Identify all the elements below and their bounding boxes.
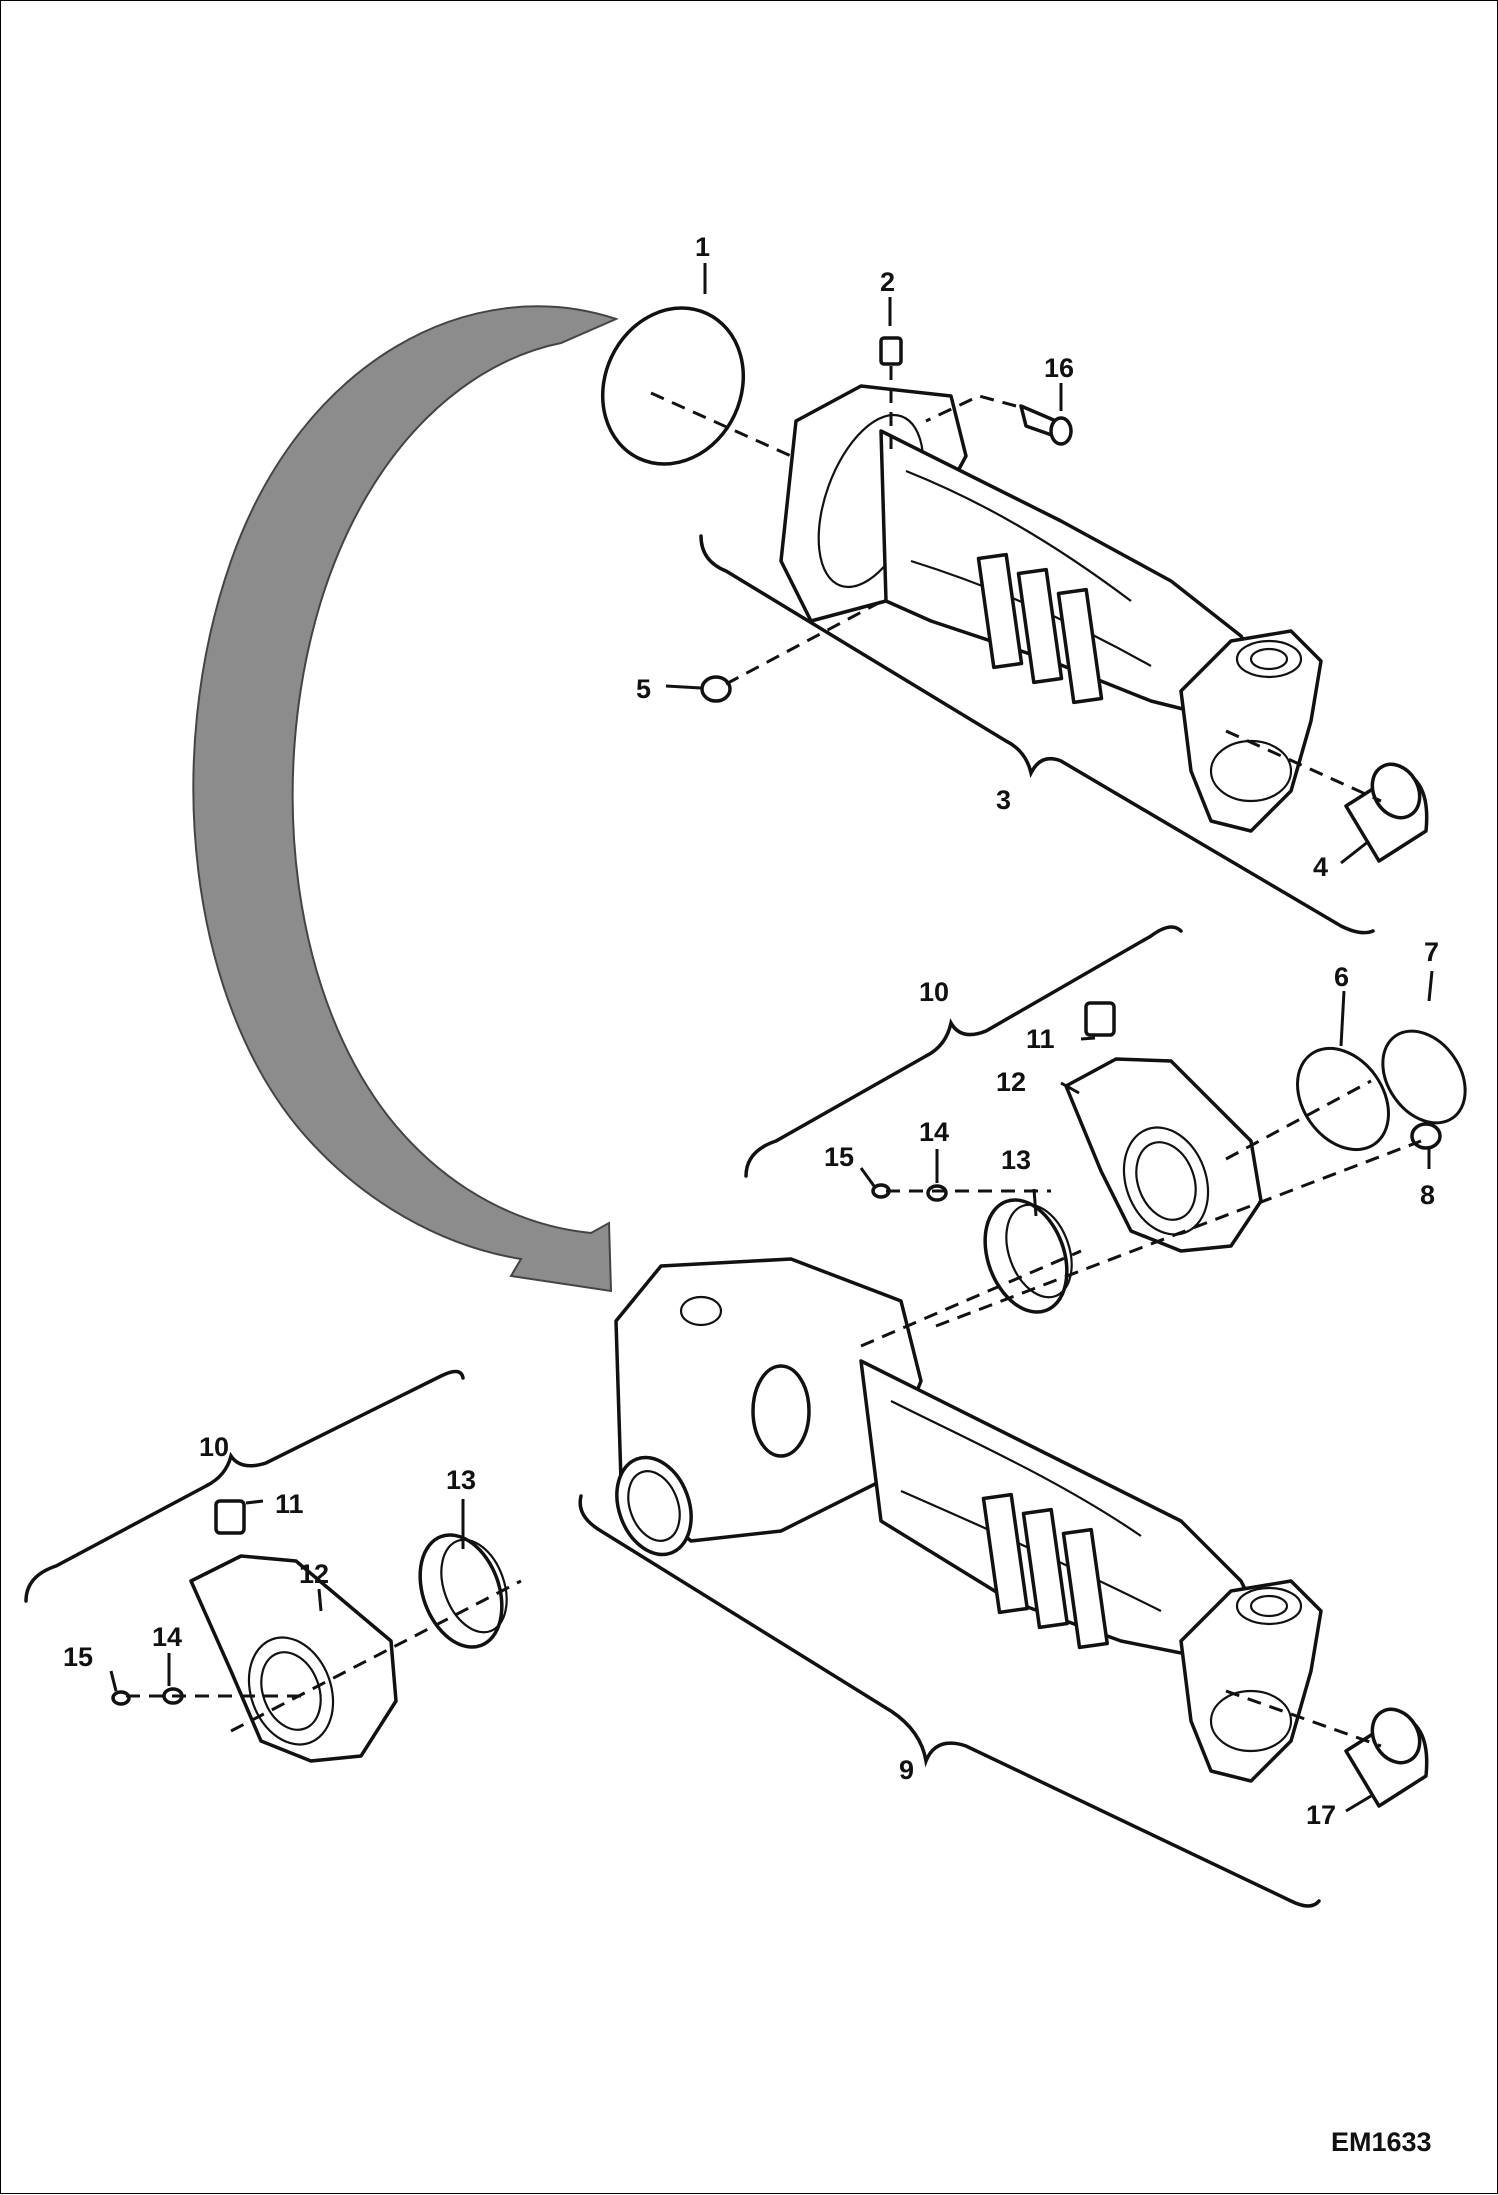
- callout-2: 2: [880, 267, 895, 297]
- callout-13-left: 13: [446, 1465, 476, 1495]
- callout-14-right: 14: [919, 1117, 949, 1147]
- callout-10-left: 10: [199, 1432, 229, 1462]
- curved-arrow-icon: [192, 305, 619, 1293]
- callout-15-left: 15: [63, 1642, 93, 1672]
- callout-7: 7: [1424, 937, 1439, 967]
- callout-6: 6: [1334, 962, 1349, 992]
- trunnion-assembly-right: [744, 925, 1467, 1348]
- brace-3: [699, 534, 1375, 935]
- callout-9: 9: [899, 1755, 914, 1785]
- callout-8: 8: [1420, 1180, 1435, 1210]
- callout-17: 17: [1306, 1800, 1336, 1830]
- trunnion-assembly-left: [24, 1369, 522, 1763]
- upper-axle-housing: [600, 306, 1429, 863]
- callout-11-right: 11: [1026, 1024, 1055, 1054]
- callout-12-left: 12: [299, 1559, 329, 1589]
- callout-16: 16: [1044, 353, 1074, 383]
- callout-11-left: 11: [275, 1489, 304, 1519]
- callout-12-right: 12: [996, 1067, 1026, 1097]
- callout-13-right: 13: [1001, 1145, 1031, 1175]
- leader-lines: [109, 263, 1434, 1813]
- callout-5: 5: [636, 674, 651, 704]
- figure-code: EM1633: [1331, 2127, 1432, 2157]
- o-ring-1: [600, 306, 746, 466]
- callout-10-right: 10: [919, 977, 949, 1007]
- callout-3: 3: [996, 785, 1011, 815]
- callout-1: 1: [695, 232, 710, 262]
- callout-15-right: 15: [824, 1142, 854, 1172]
- callout-labels: 1 2 16 5 3 4 10 6 7 11 12 15 14 13 8 10 …: [63, 232, 1439, 2157]
- callout-4: 4: [1313, 852, 1328, 882]
- brace-9: [578, 1494, 1321, 1908]
- callout-14-left: 14: [152, 1622, 182, 1652]
- lower-axle-housing: [614, 1257, 1429, 1808]
